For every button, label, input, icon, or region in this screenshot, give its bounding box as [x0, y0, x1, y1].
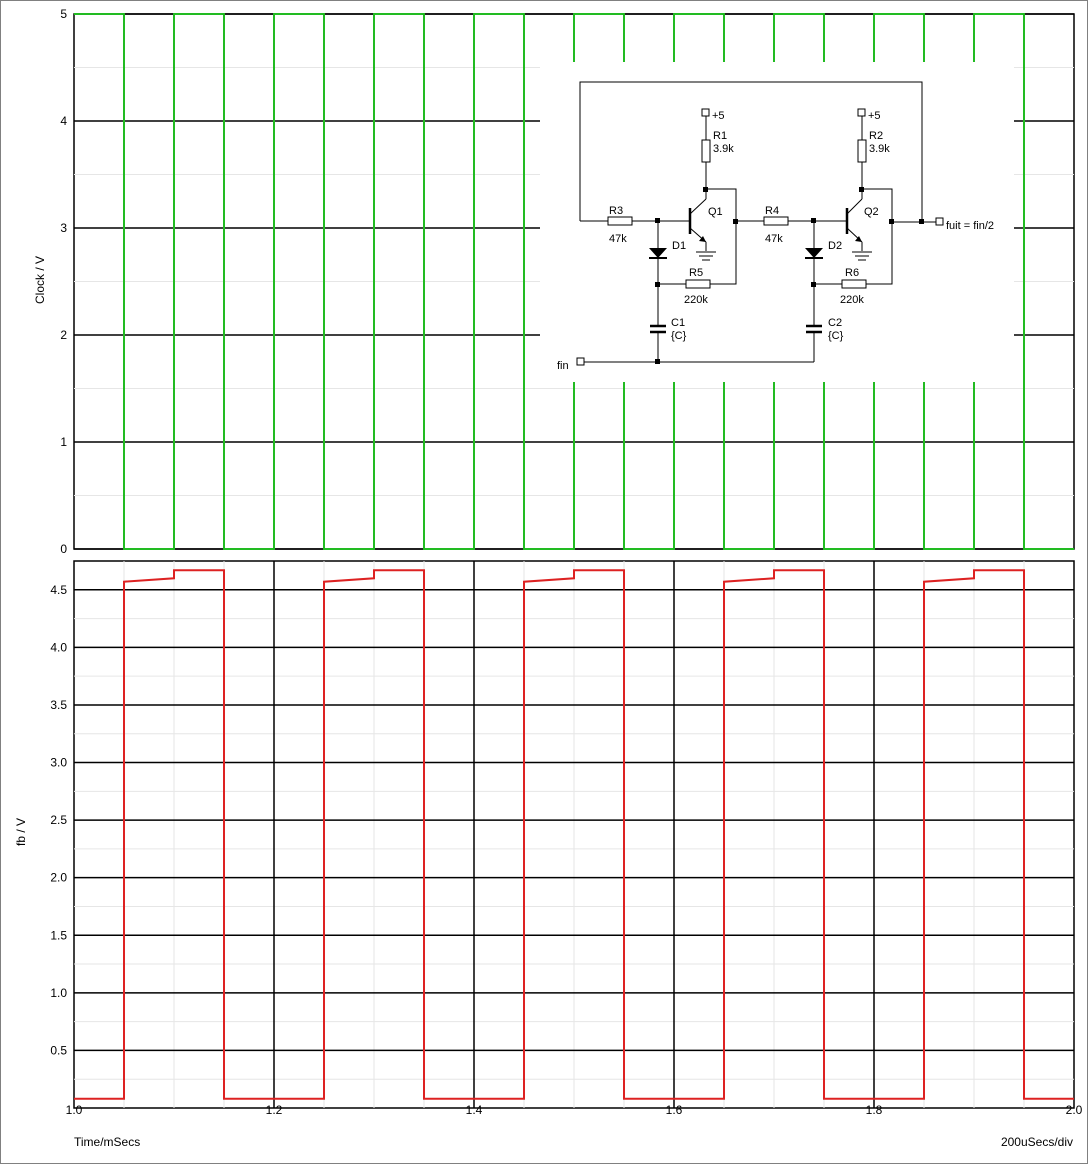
transistor-q1-arrow	[699, 236, 706, 242]
fb-axis-label: fb / V	[14, 818, 28, 846]
vcc1-label: +5	[712, 110, 725, 122]
r3-label: R3	[609, 205, 623, 217]
x-tick-label: 1.2	[266, 1103, 283, 1117]
x-tick-label: 1.0	[66, 1103, 83, 1117]
junction-dot	[655, 282, 660, 287]
r1-label: R1	[713, 130, 727, 142]
terminal-fuit	[935, 217, 944, 226]
fuit-label: fuit = fin/2	[946, 220, 994, 232]
clock-ytick-label: 1	[60, 435, 67, 449]
fb-ytick-label: 1.0	[50, 986, 67, 1000]
junction-dot	[811, 282, 816, 287]
fb-ytick-label: 2.0	[50, 871, 67, 885]
clock-ytick-label: 4	[60, 114, 67, 128]
r6-label: R6	[845, 267, 859, 279]
r3-value: 47k	[609, 233, 627, 245]
diode-d1	[649, 248, 667, 258]
terminal-vcc1	[701, 108, 710, 117]
diode-d2	[805, 248, 823, 258]
terminal-fin	[576, 357, 585, 366]
r5-label: R5	[689, 267, 703, 279]
x-tick-label: 1.8	[866, 1103, 883, 1117]
c1-label: C1	[671, 317, 685, 329]
schematic: +5 R1 3.9k +5 R2 3.9k R3 47k R4 47k Q1 Q…	[540, 62, 1014, 382]
r5-value: 220k	[684, 294, 708, 306]
q2-label: Q2	[864, 206, 879, 218]
wire	[706, 188, 737, 285]
fb-ytick-label: 3.5	[50, 698, 67, 712]
transistor-q2-collector	[846, 198, 863, 215]
transistor-q2-arrow	[855, 236, 862, 242]
junction-dot	[919, 219, 924, 224]
clock-axis-label: Clock / V	[33, 256, 47, 304]
r1-value: 3.9k	[713, 143, 734, 155]
q1-label: Q1	[708, 206, 723, 218]
time-axis-label: Time/mSecs	[74, 1135, 140, 1149]
fb-ytick-label: 3.0	[50, 756, 67, 770]
r4-value: 47k	[765, 233, 783, 245]
wire	[862, 188, 893, 285]
junction-dot	[655, 359, 660, 364]
fb-ytick-label: 0.5	[50, 1043, 67, 1057]
junction-dot	[889, 219, 894, 224]
fb-ytick-label: 4.5	[50, 583, 67, 597]
fin-label: fin	[557, 360, 569, 372]
clock-ytick-label: 3	[60, 221, 67, 235]
x-tick-label: 2.0	[1066, 1103, 1083, 1117]
r2-value: 3.9k	[869, 143, 890, 155]
transistor-q1-collector	[689, 198, 707, 215]
fb-ytick-label: 2.5	[50, 813, 67, 827]
terminal-vcc2	[857, 108, 866, 117]
r6-value: 220k	[840, 294, 864, 306]
r2-label: R2	[869, 130, 883, 142]
x-tick-label: 1.4	[466, 1103, 483, 1117]
d2-label: D2	[828, 240, 842, 252]
tick-labels: 0 1 2 3 4 5 0.5 1.0 1.5 2.0 2.5 3.0 3.5 4.0 4.5 1.0 1.2 1…	[50, 7, 1082, 1117]
clock-ytick-label: 0	[60, 542, 67, 556]
fb-series-line	[74, 569, 1074, 1100]
r4-label: R4	[765, 205, 779, 217]
clock-ytick-label: 2	[60, 328, 67, 342]
fb-trace	[74, 569, 1074, 1100]
fb-ytick-label: 4.0	[50, 640, 67, 654]
junction-dot	[655, 218, 660, 223]
x-tick-label: 1.6	[666, 1103, 683, 1117]
c2-value: {C}	[828, 330, 844, 342]
junction-dot	[859, 187, 864, 192]
junction-dot	[811, 218, 816, 223]
junction-dot	[703, 187, 708, 192]
clock-ytick-label: 5	[60, 7, 67, 21]
c1-value: {C}	[671, 330, 687, 342]
junction-dot	[733, 219, 738, 224]
feedback-wire	[579, 81, 923, 222]
fb-ytick-label: 1.5	[50, 928, 67, 942]
c2-label: C2	[828, 317, 842, 329]
scale-label: 200uSecs/div	[1001, 1135, 1073, 1149]
vcc2-label: +5	[868, 110, 881, 122]
d1-label: D1	[672, 240, 686, 252]
